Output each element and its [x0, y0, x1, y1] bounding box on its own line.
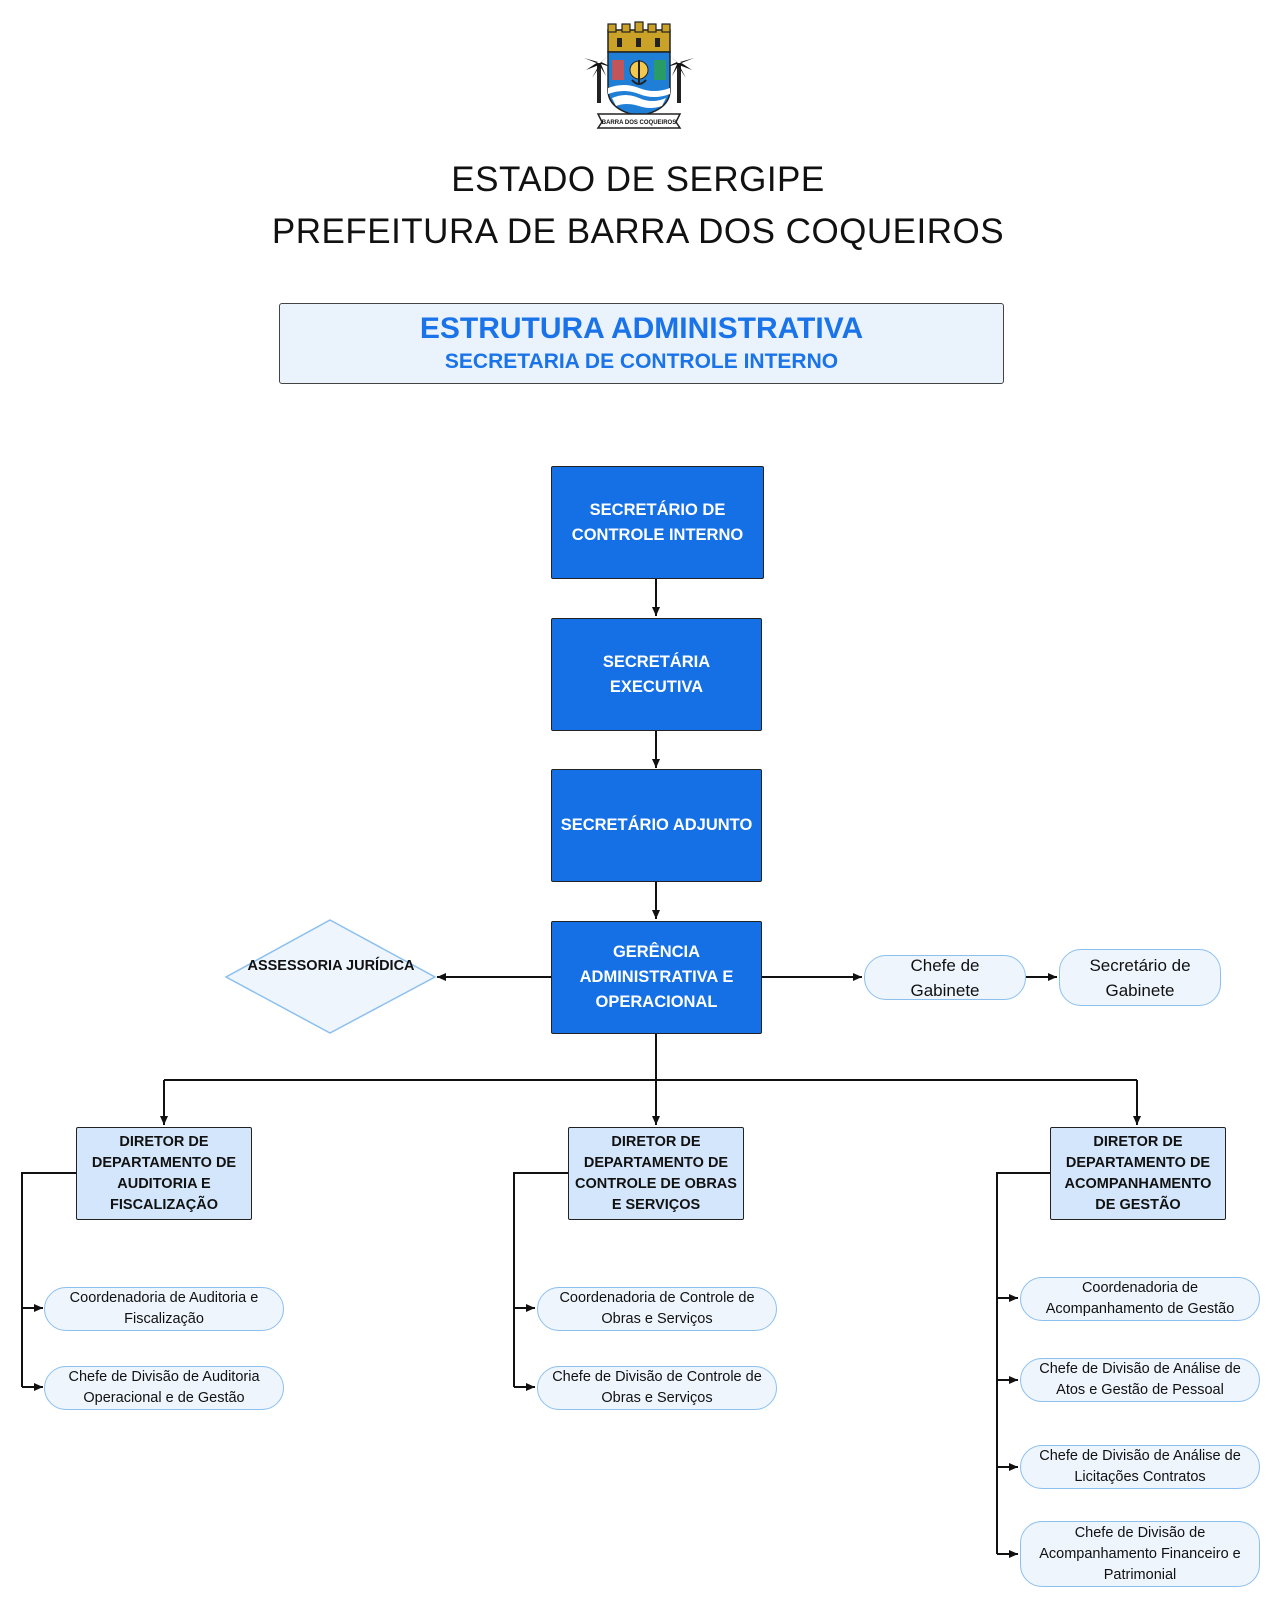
- acomp-chefe-financeiro-node: Chefe de Divisão de Acompanhamento Finan…: [1020, 1521, 1260, 1587]
- logo-ribbon-text: BARRA DOS COQUEIROS: [602, 120, 676, 126]
- coat-of-arms-logo: BARRA DOS COQUEIROS: [584, 21, 694, 129]
- assessoria-diamond-shape: [224, 919, 437, 1034]
- shield-icon: [607, 51, 671, 117]
- connector-obras-spine: [513, 1172, 568, 1387]
- prefecture-title: PREFEITURA DE BARRA DOS COQUEIROS: [271, 212, 1005, 251]
- secretario-controle-interno-node: SECRETÁRIO DE CONTROLE INTERNO: [551, 466, 764, 579]
- department-subtitle: SECRETARIA DE CONTROLE INTERNO: [444, 350, 839, 373]
- chefe-gabinete-node: Chefe de Gabinete: [864, 955, 1026, 1000]
- obras-coordenadoria-node: Coordenadoria de Controle de Obras e Ser…: [537, 1287, 777, 1331]
- assessoria-juridica-node: ASSESSORIA JURÍDICA: [247, 958, 415, 974]
- connector-auditoria-spine: [21, 1172, 76, 1387]
- title-box: ESTRUTURA ADMINISTRATIVA SECRETARIA DE C…: [279, 303, 1004, 384]
- palm-tree-right-icon: [664, 54, 694, 103]
- structure-title: ESTRUTURA ADMINISTRATIVA: [419, 312, 864, 345]
- aud-coordenadoria-node: Coordenadoria de Auditoria e Fiscalizaçã…: [44, 1287, 284, 1331]
- mural-crown-icon: [607, 21, 671, 53]
- gerencia-administrativa-node: GERÊNCIA ADMINISTRATIVA E OPERACIONAL: [551, 921, 762, 1034]
- aud-chefe-divisao-node: Chefe de Divisão de Auditoria Operaciona…: [44, 1366, 284, 1410]
- secretario-gabinete-node: Secretário de Gabinete: [1059, 949, 1221, 1006]
- obras-chefe-divisao-node: Chefe de Divisão de Controle de Obras e …: [537, 1366, 777, 1410]
- ribbon-banner-icon: BARRA DOS COQUEIROS: [596, 113, 682, 129]
- state-title: ESTADO DE SERGIPE: [451, 160, 825, 199]
- secretaria-executiva-node: SECRETÁRIA EXECUTIVA: [551, 618, 762, 731]
- palm-tree-left-icon: [584, 54, 614, 103]
- connector-acompanhamento-spine: [996, 1172, 1050, 1554]
- acomp-coordenadoria-node: Coordenadoria de Acompanhamento de Gestã…: [1020, 1277, 1260, 1321]
- dept-auditoria-node: DIRETOR DE DEPARTAMENTO DE AUDITORIA E F…: [76, 1127, 252, 1220]
- acomp-chefe-atos-node: Chefe de Divisão de Análise de Atos e Ge…: [1020, 1358, 1260, 1402]
- dept-acompanhamento-node: DIRETOR DE DEPARTAMENTO DE ACOMPANHAMENT…: [1050, 1127, 1226, 1220]
- secretario-adjunto-node: SECRETÁRIO ADJUNTO: [551, 769, 762, 882]
- acomp-chefe-licitacoes-node: Chefe de Divisão de Análise de Licitaçõe…: [1020, 1445, 1260, 1489]
- dept-obras-node: DIRETOR DE DEPARTAMENTO DE CONTROLE DE O…: [568, 1127, 744, 1220]
